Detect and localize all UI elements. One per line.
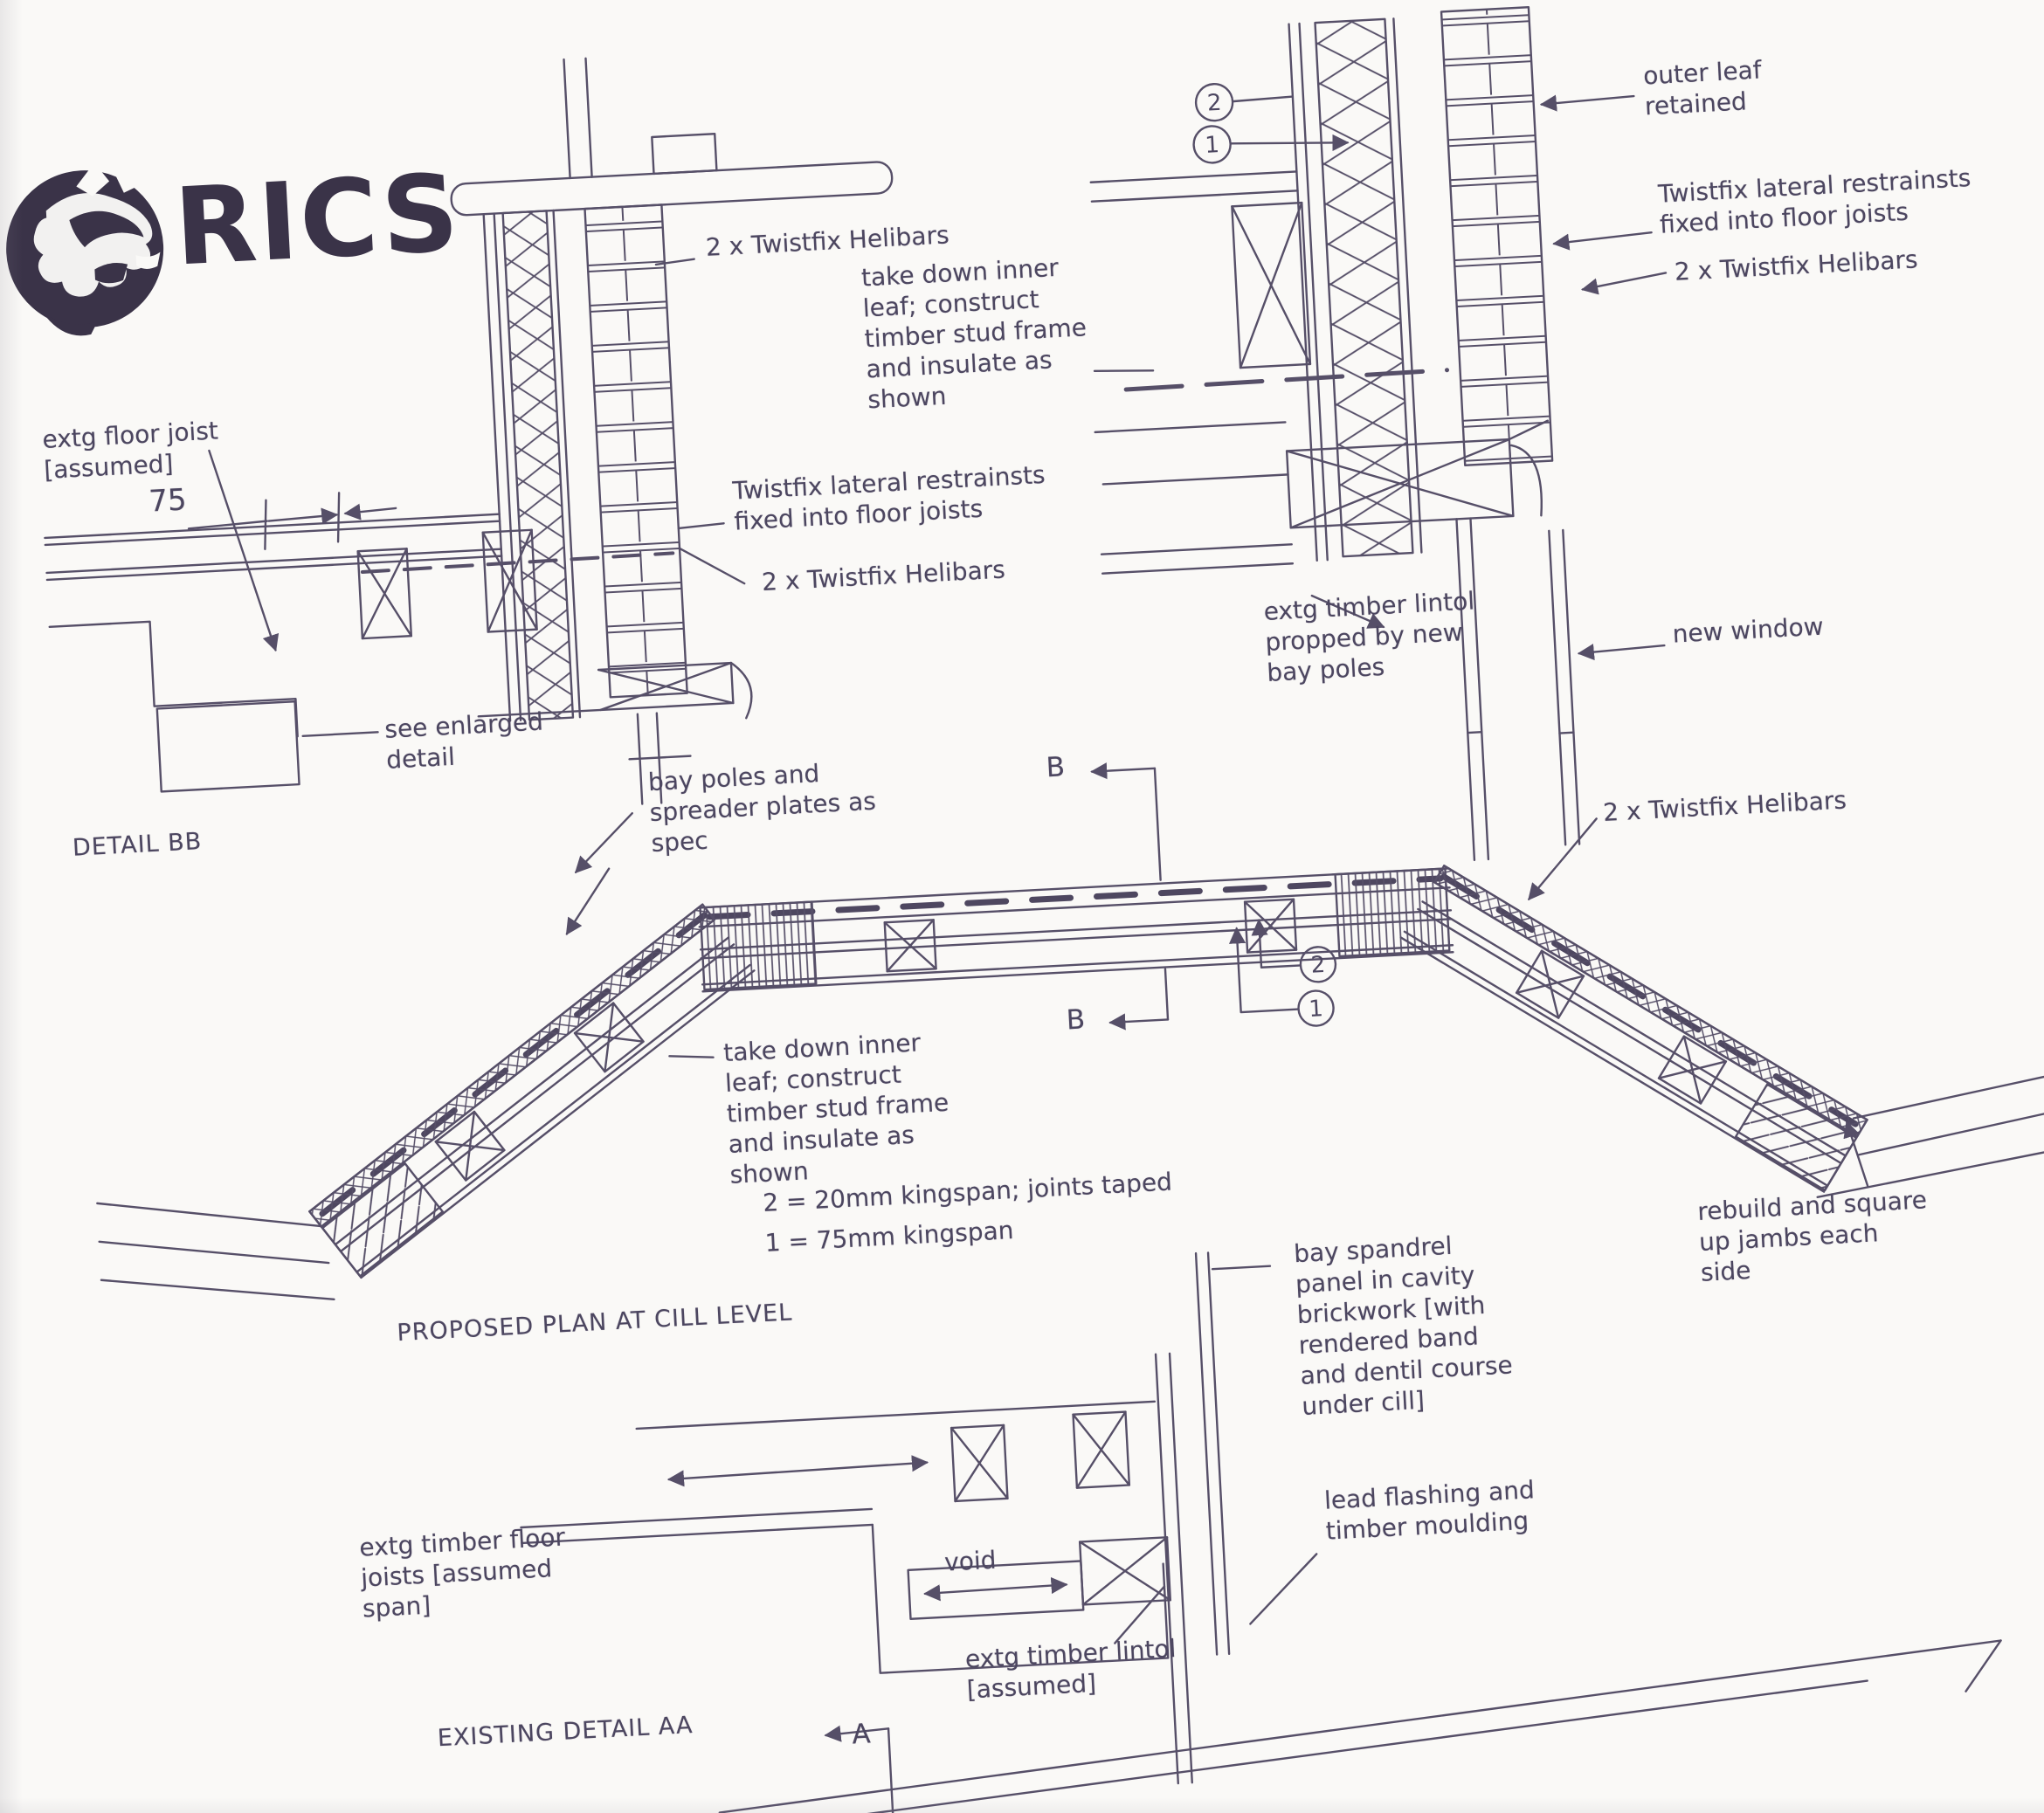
label-kingspan-1: 1 = 75mm kingspan — [763, 1216, 1015, 1258]
label-helibars-bb-top: 2 x Twistfix Helibars — [705, 220, 950, 262]
label-extg-floor-joist: extg floor joist [assumed] — [41, 416, 219, 485]
drawing-detail-top-right: 2 1 — [1089, 6, 1668, 862]
title-proposed-plan: PROPOSED PLAN AT CILL LEVEL — [396, 1299, 793, 1348]
circled-1-marker: 1 — [1309, 996, 1324, 1023]
rics-wordmark: RICS — [171, 150, 464, 290]
circled-2-marker: 2 — [1206, 90, 1222, 117]
rics-lion-logo-icon — [6, 160, 164, 336]
label-rebuild-jambs: rebuild and square up jambs each side — [1696, 1185, 1928, 1287]
label-dimension-75: 75 — [148, 482, 188, 520]
label-lead-flashing: lead flashing and timber moulding — [1323, 1475, 1536, 1546]
label-bay-spandrel: bay spandrel panel in cavity brickwork [… — [1293, 1230, 1514, 1421]
section-marker-b-bottom: B — [1065, 1003, 1087, 1037]
label-new-window: new window — [1671, 611, 1825, 649]
label-lateral-restraints-tr: Twistfix lateral restrainsts fixed into … — [1657, 163, 1972, 239]
drawing-proposed-plan: 2 1 — [96, 762, 2044, 1301]
title-existing-detail-aa: EXISTING DETAIL AA — [437, 1712, 694, 1753]
label-extg-timber-floor: extg timber floor joists [assumed span] — [358, 1522, 566, 1623]
label-extg-lintol-assumed: extg timber lintol [assumed] — [964, 1633, 1177, 1705]
title-detail-bb: DETAIL BB — [72, 828, 203, 862]
circled-1-marker: 1 — [1205, 132, 1220, 159]
drawing-detail-bb — [44, 57, 894, 805]
label-see-enlarged-detail: see enlarged detail — [383, 707, 544, 775]
label-helibars-bb-lower: 2 x Twistfix Helibars — [761, 555, 1006, 597]
label-helibars-plan: 2 x Twistfix Helibars — [1602, 785, 1847, 828]
label-extg-lintol-propped: extg timber lintol propped by new bay po… — [1262, 586, 1475, 687]
label-void: void — [943, 1545, 998, 1577]
label-take-down-bb: take down inner leaf; construct timber s… — [860, 252, 1088, 415]
drawing-existing-detail-aa — [520, 1251, 2002, 1813]
label-helibars-tr: 2 x Twistfix Helibars — [1674, 245, 1919, 286]
circled-2-marker: 2 — [1310, 952, 1326, 979]
label-bay-poles: bay poles and spreader plates as spec — [647, 758, 877, 858]
label-lateral-restraints-bb: Twistfix lateral restrainsts fixed into … — [731, 459, 1046, 536]
section-marker-b-top: B — [1045, 751, 1066, 784]
label-outer-leaf-retained: outer leaf retained — [1642, 55, 1763, 121]
section-marker-a: A — [851, 1718, 872, 1751]
label-take-down-plan: take down inner leaf; construct timber s… — [722, 1028, 949, 1189]
